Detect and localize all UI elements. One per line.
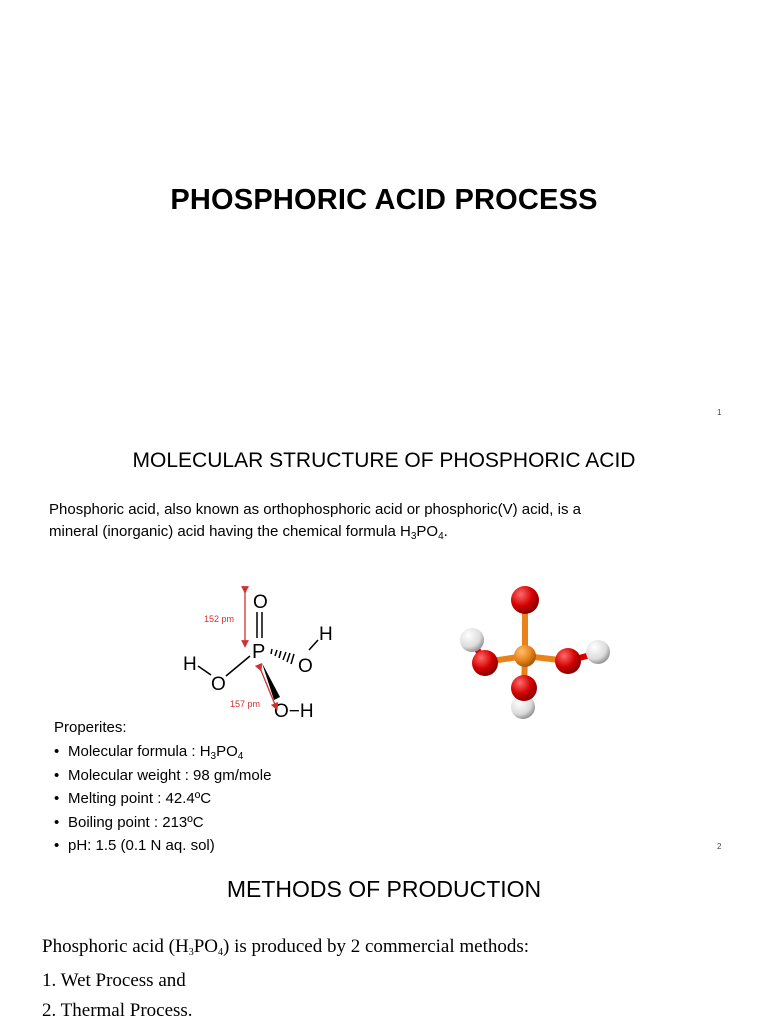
slide-title: PHOSPHORIC ACID PROCESS [170, 184, 598, 216]
hydrogen-atom [460, 628, 484, 652]
oxygen-atom [472, 650, 498, 676]
phosphorus-atom [514, 645, 536, 667]
methods-intro: Phosphoric acid (H3PO4) is produced by 2… [42, 936, 530, 958]
atom-h-right: H [319, 624, 333, 645]
slide-title: MOLECULAR STRUCTURE OF PHOSPHORIC ACID [132, 449, 636, 472]
intro-line-2: mineral (inorganic) acid having the chem… [49, 523, 448, 542]
slide-2: MOLECULAR STRUCTURE OF PHOSPHORIC ACID P… [0, 432, 768, 864]
atom-o-left: O [211, 674, 226, 695]
property-boiling-point: •Boiling point : 213ºC [54, 813, 204, 831]
atom-o-top: O [253, 592, 268, 613]
bond-length-arrow-157 [254, 662, 279, 711]
hydrogen-atom [511, 695, 535, 719]
intro-paragraph: Phosphoric acid, also known as orthophos… [49, 499, 729, 543]
page-number: 2 [717, 842, 722, 851]
atom-o-bottom: O−H [274, 701, 314, 720]
bond-length-label-152: 152 pm [204, 614, 234, 624]
property-weight: •Molecular weight : 98 gm/mole [54, 766, 272, 784]
properties-list: •Molecular formula : H3PO4 •Molecular we… [54, 740, 271, 858]
slide-title: METHODS OF PRODUCTION [226, 876, 542, 902]
method-wet-process: 1. Wet Process and [42, 970, 186, 991]
property-ph: •pH: 1.5 (0.1 N aq. sol) [54, 837, 215, 854]
atom-h-left: H [183, 654, 197, 675]
page-number: 1 [717, 408, 722, 417]
slide-3: METHODS OF PRODUCTION Phosphoric acid (H… [0, 864, 768, 1024]
oxygen-atom [511, 675, 537, 701]
ball-and-stick-model [460, 586, 610, 719]
atom-o-right: O [298, 656, 313, 677]
properties-heading: Properites: [54, 719, 127, 736]
hydrogen-atom [586, 640, 610, 664]
atom-p: P [252, 641, 265, 663]
property-formula: •Molecular formula : H3PO4 [54, 743, 244, 762]
method-thermal-process: 2. Thermal Process. [42, 1000, 193, 1021]
intro-line-1: Phosphoric acid, also known as orthophos… [49, 501, 581, 518]
bond-length-label-157: 157 pm [230, 699, 260, 709]
properties-section: Properites: •Molecular formula : H3PO4 •… [54, 716, 271, 858]
property-melting-point: •Melting point : 42.4ºC [54, 790, 212, 807]
lewis-structure-diagram: O P H O O H O−H 152 pm 157 pm [183, 586, 333, 720]
oxygen-atom [511, 586, 539, 614]
oxygen-atom [555, 648, 581, 674]
slide-1: PHOSPHORIC ACID PROCESS 1 [0, 0, 768, 432]
